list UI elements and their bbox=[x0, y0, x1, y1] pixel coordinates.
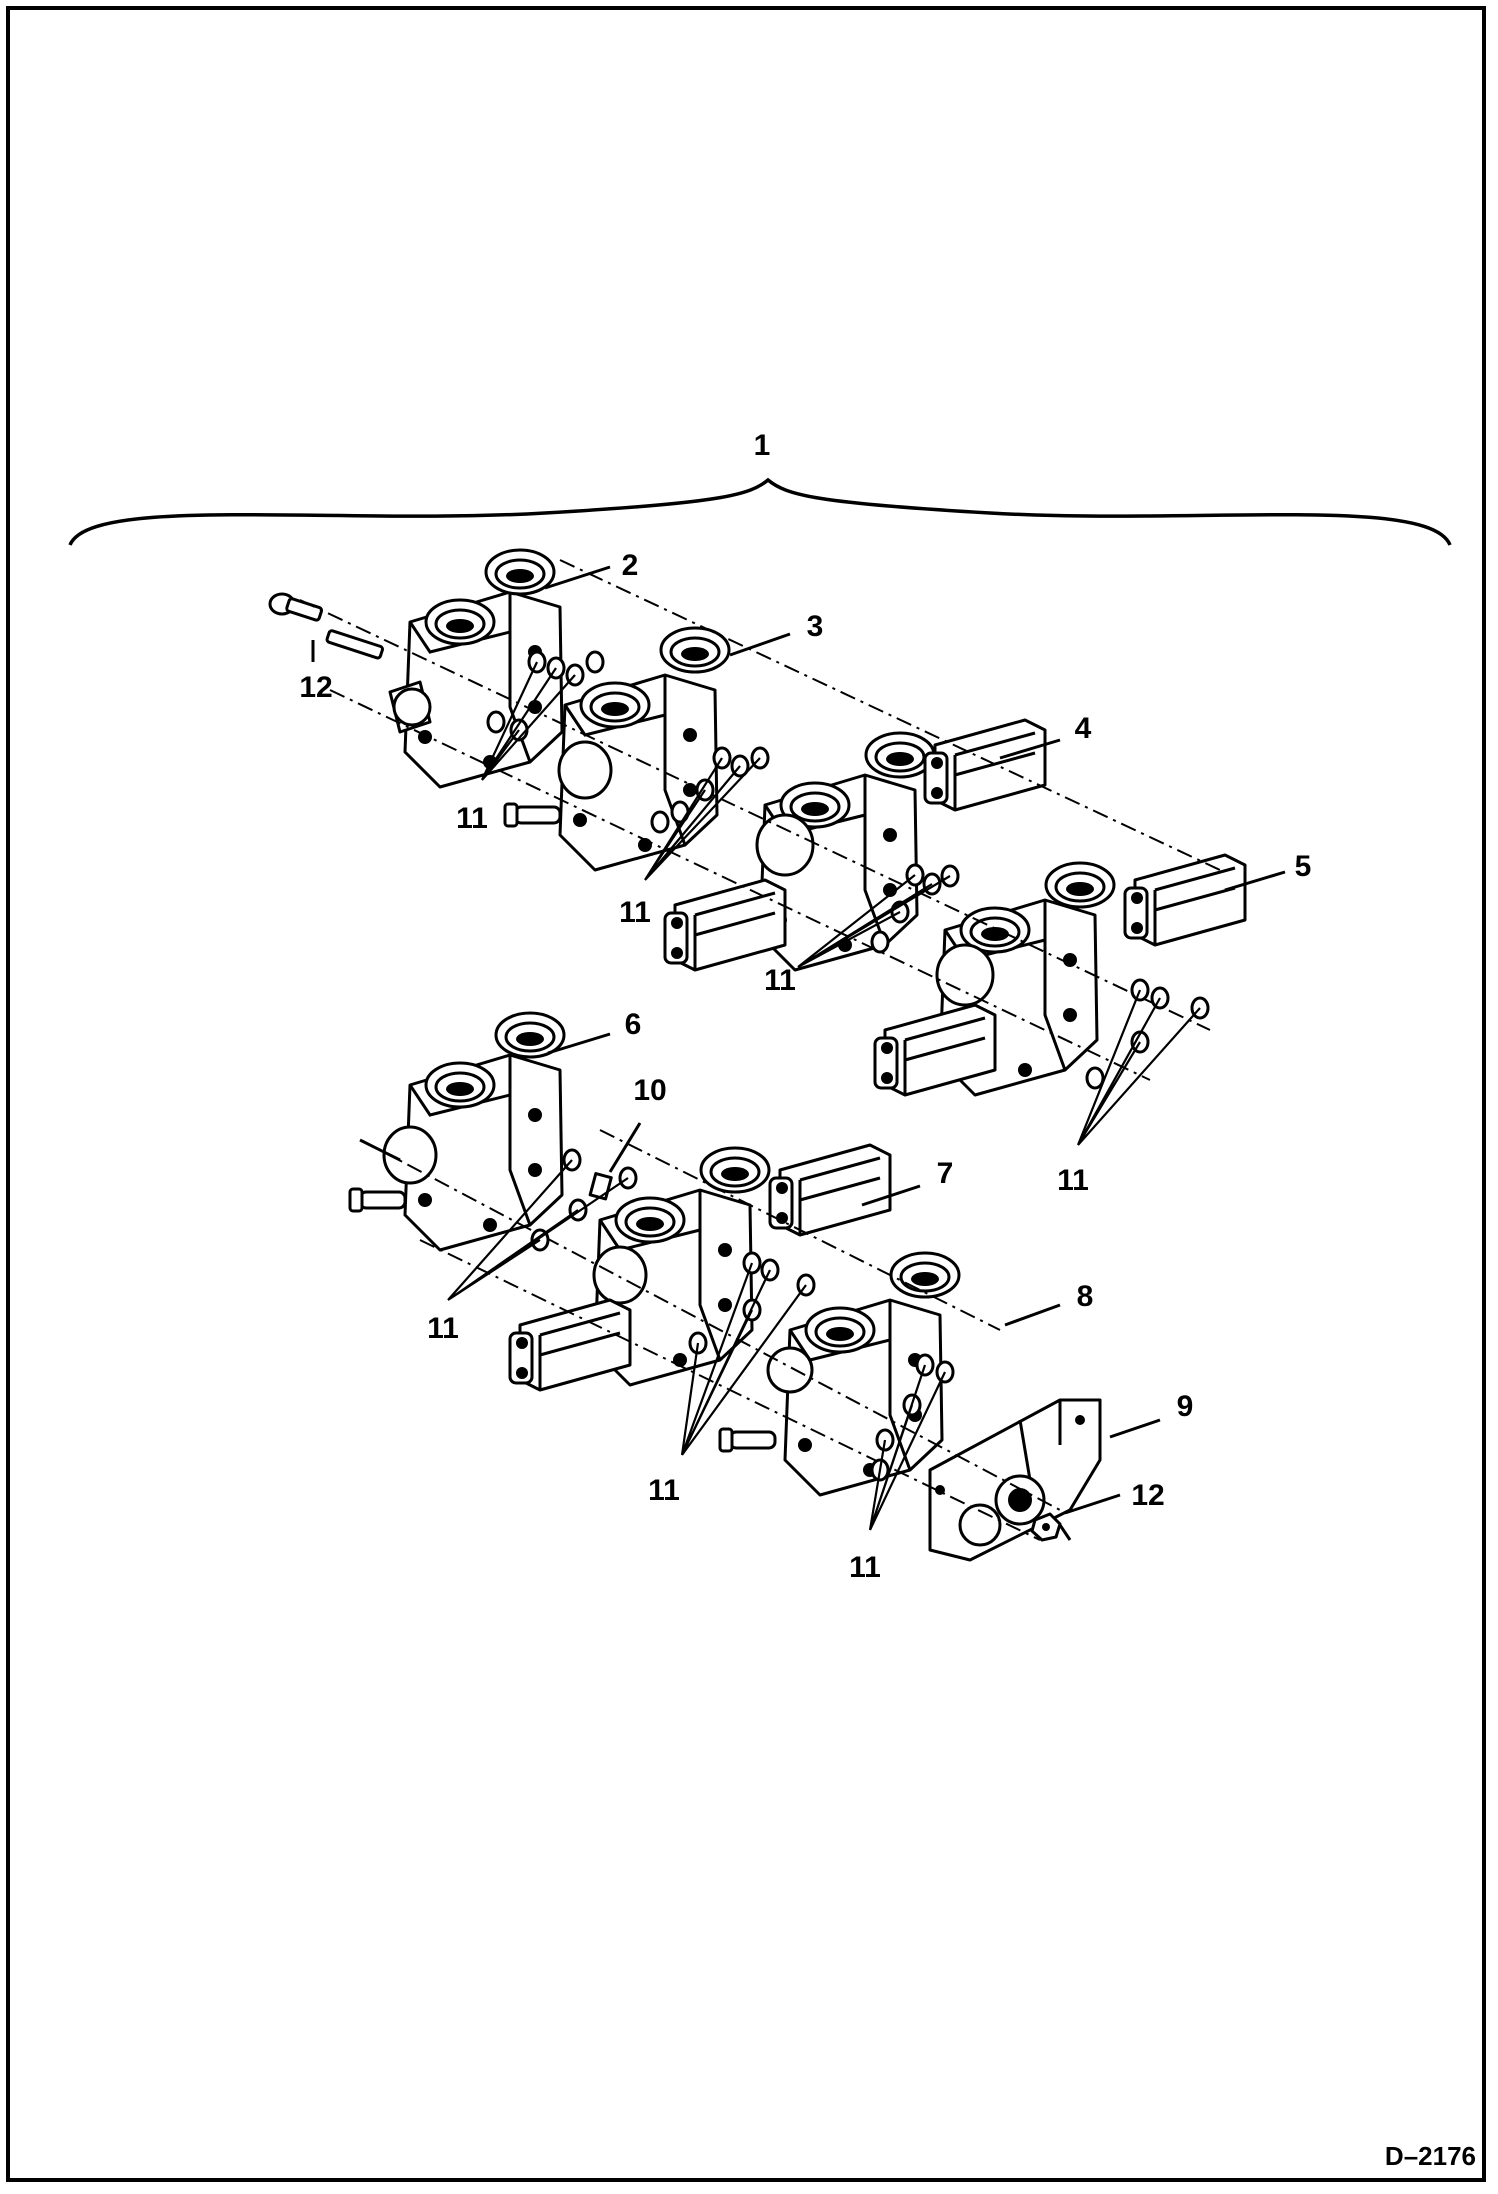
callout-11-d: 11 bbox=[1057, 1164, 1089, 1197]
callout-6: 6 bbox=[625, 1008, 642, 1041]
tie-stud bbox=[325, 629, 384, 660]
drawing-code: D–2176 bbox=[1385, 2141, 1476, 2171]
valve-section-6 bbox=[348, 1011, 566, 1250]
callout-11-a: 11 bbox=[456, 802, 488, 835]
callout-11-f: 11 bbox=[648, 1474, 680, 1507]
valve-section-8 bbox=[718, 1251, 961, 1495]
callout-8: 8 bbox=[1077, 1280, 1094, 1313]
valve-section-7 bbox=[508, 1143, 892, 1392]
callout-12-top: 12 bbox=[299, 671, 332, 704]
callout-11-c: 11 bbox=[764, 964, 796, 997]
valve-section-3 bbox=[503, 626, 731, 870]
callout-9: 9 bbox=[1177, 1390, 1194, 1423]
callout-7: 7 bbox=[937, 1157, 954, 1190]
callout-11-g: 11 bbox=[849, 1551, 881, 1584]
callout-2: 2 bbox=[622, 549, 639, 582]
leaders-11-upper bbox=[481, 661, 1201, 1146]
callout-11-b: 11 bbox=[619, 896, 651, 929]
tie-bolt bbox=[268, 592, 324, 622]
callout-11-e: 11 bbox=[427, 1312, 459, 1345]
leaders-11-lower bbox=[447, 1159, 946, 1531]
valve-section-5 bbox=[873, 853, 1247, 1097]
valve-section-4 bbox=[663, 718, 1047, 972]
tie-nut bbox=[1030, 1512, 1062, 1542]
inlet-section bbox=[388, 548, 562, 787]
gasket-10 bbox=[588, 1172, 613, 1201]
callout-10: 10 bbox=[633, 1074, 666, 1107]
page-border bbox=[6, 6, 1486, 2182]
outlet-section bbox=[928, 1398, 1102, 1562]
callout-3: 3 bbox=[807, 610, 824, 643]
callout-12-bottom: 12 bbox=[1131, 1479, 1164, 1512]
callout-5: 5 bbox=[1295, 850, 1312, 883]
callout-1: 1 bbox=[754, 429, 771, 462]
callout-4: 4 bbox=[1075, 712, 1092, 745]
